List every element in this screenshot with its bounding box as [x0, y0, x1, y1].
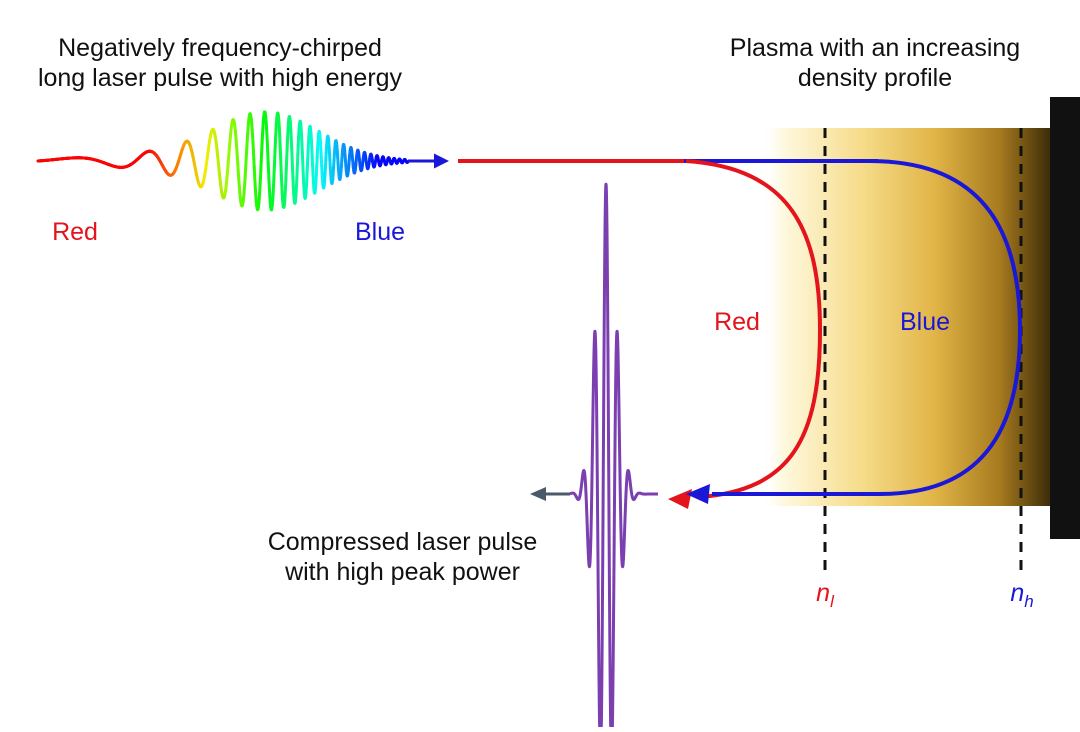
plasma-caption: Plasma with an increasing density profil… — [700, 33, 1050, 93]
input-pulse-caption: Negatively frequency-chirped long laser … — [0, 33, 440, 93]
input-pulse-caption-line-2: long laser pulse with high energy — [0, 63, 440, 93]
input-pulse-caption-line-1: Negatively frequency-chirped — [0, 33, 440, 63]
plasma-caption-line-2: density profile — [700, 63, 1050, 93]
compressed-pulse-waveform — [570, 184, 658, 727]
target-wall — [1050, 97, 1080, 539]
output-pulse-caption-line-1: Compressed laser pulse — [230, 527, 575, 557]
output-arrowhead — [530, 487, 546, 501]
output-pulse-caption: Compressed laser pulse with high peak po… — [230, 527, 575, 587]
chirped-input-pulse — [38, 112, 408, 210]
input-red-label: Red — [40, 217, 110, 247]
n-high-sub: h — [1024, 592, 1033, 611]
n-high-label: nh — [1001, 578, 1043, 612]
n-low-sub: l — [830, 592, 834, 611]
compressed-output-pulse — [570, 184, 658, 727]
path-blue-label: Blue — [885, 307, 965, 337]
n-low-label: nl — [805, 578, 845, 612]
n-low-base: n — [816, 579, 830, 607]
input-blue-label: Blue — [340, 217, 420, 247]
path-red-label: Red — [702, 307, 772, 337]
plasma-caption-line-1: Plasma with an increasing — [700, 33, 1050, 63]
n-high-base: n — [1010, 579, 1024, 607]
output-pulse-caption-line-2: with high peak power — [230, 557, 575, 587]
red-arrowhead — [668, 489, 692, 509]
